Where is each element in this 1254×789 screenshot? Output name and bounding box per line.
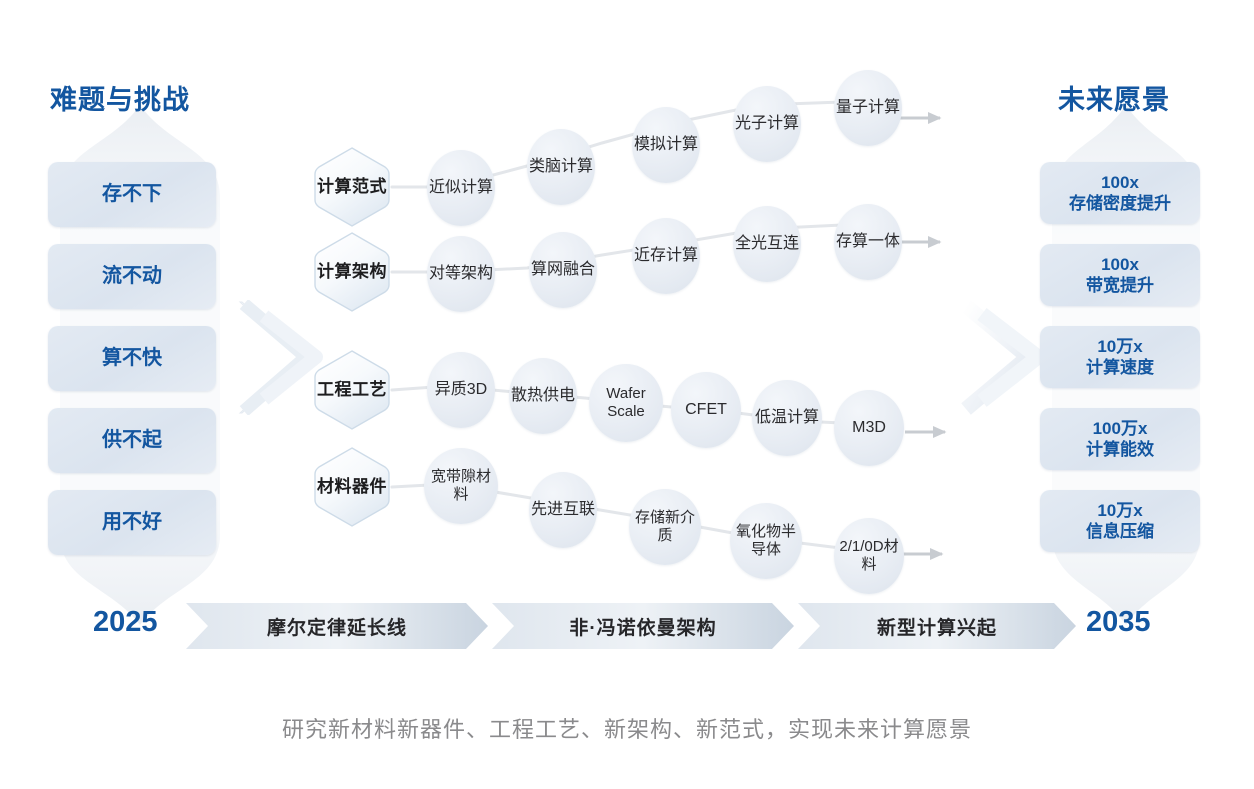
challenge-label: 存不下 <box>102 183 162 205</box>
node-label-a: 类脑计算 <box>528 158 593 176</box>
track3-node-1[interactable]: 异质3D <box>427 352 495 428</box>
node-label-a: 近似计算 <box>428 179 493 197</box>
track3-node-6[interactable]: M3D <box>834 390 904 466</box>
track4-node-4[interactable]: 氧化物半导体 <box>730 503 802 579</box>
node-label-a: 算网融合 <box>530 261 595 279</box>
timeline-phase-label: 新型计算兴起 <box>876 617 997 639</box>
node-label-a: CFET <box>685 401 727 419</box>
node-label-a: 光子计算 <box>734 115 799 133</box>
track2-node-5[interactable]: 存算一体 <box>834 204 902 280</box>
node-label-a: 先进互联 <box>530 501 595 519</box>
node-label-a: 异质3D <box>434 381 488 399</box>
vision-item-4[interactable]: 100万x 计算能效 <box>1040 408 1200 470</box>
track3-node-4[interactable]: CFET <box>671 372 741 448</box>
category-hex-4[interactable]: 材料器件 <box>313 446 391 528</box>
node-label-a: 全光互连 <box>734 235 799 253</box>
node-label-a: 低温计算 <box>754 409 819 427</box>
track4-node-1[interactable]: 宽带隙材料 <box>424 448 498 524</box>
node-label-a: M3D <box>852 419 886 437</box>
node-label-a: Wafer Scale <box>606 385 646 420</box>
vision-metric: 100万x <box>1092 418 1148 438</box>
vision-metric: 10万x <box>1097 500 1143 520</box>
category-label: 工程工艺 <box>317 379 387 399</box>
node-label-a: 2/1/0D材料 <box>839 538 899 573</box>
node-label-a: 散热供电 <box>510 387 575 405</box>
challenge-item-3[interactable]: 算不快 <box>48 326 216 391</box>
track2-node-4[interactable]: 全光互连 <box>733 206 801 282</box>
category-label: 计算范式 <box>317 176 387 196</box>
vision-desc: 带宽提升 <box>1086 276 1154 295</box>
vision-metric: 100x <box>1101 254 1139 274</box>
track1-node-5[interactable]: 量子计算 <box>834 70 902 146</box>
track1-node-3[interactable]: 模拟计算 <box>632 107 700 183</box>
timeline-phase-label: 非·冯诺依曼架构 <box>569 617 717 639</box>
category-hex-3[interactable]: 工程工艺 <box>313 349 391 431</box>
footer-caption: 研究新材料新器件、工程工艺、新架构、新范式，实现未来计算愿景 <box>281 717 972 742</box>
category-label: 材料器件 <box>317 476 387 496</box>
challenge-label: 用不好 <box>102 511 162 533</box>
vision-item-5[interactable]: 10万x 信息压缩 <box>1040 490 1200 552</box>
track4-node-2[interactable]: 先进互联 <box>529 472 597 548</box>
vision-item-3[interactable]: 10万x 计算速度 <box>1040 326 1200 388</box>
challenge-label: 流不动 <box>102 265 162 287</box>
track4-node-3[interactable]: 存储新介质 <box>629 489 701 565</box>
node-label-a: 对等架构 <box>428 265 493 283</box>
vision-desc: 信息压缩 <box>1086 522 1154 541</box>
node-label-a: 氧化物半导体 <box>735 523 796 558</box>
vision-item-2[interactable]: 100x 带宽提升 <box>1040 244 1200 306</box>
track3-node-2[interactable]: 散热供电 <box>509 358 577 434</box>
node-label-a: 量子计算 <box>835 99 900 117</box>
challenge-item-5[interactable]: 用不好 <box>48 490 216 555</box>
category-label: 计算架构 <box>317 261 387 281</box>
track3-node-5[interactable]: 低温计算 <box>752 380 822 456</box>
timeline-start-year: 2025 <box>93 606 158 638</box>
timeline-phase-label: 摩尔定律延长线 <box>266 617 407 639</box>
node-label-a: 存储新介质 <box>634 509 695 544</box>
timeline-phase-3[interactable]: 新型计算兴起 <box>798 603 1076 649</box>
vision-desc: 计算能效 <box>1086 440 1154 459</box>
vision-metric: 100x <box>1101 172 1139 192</box>
track2-node-2[interactable]: 算网融合 <box>529 232 597 308</box>
track1-node-2[interactable]: 类脑计算 <box>527 129 595 205</box>
timeline-phase-1[interactable]: 摩尔定律延长线 <box>186 603 488 649</box>
track2-node-3[interactable]: 近存计算 <box>632 218 700 294</box>
vision-metric: 10万x <box>1097 336 1143 356</box>
timeline-phase-2[interactable]: 非·冯诺依曼架构 <box>492 603 794 649</box>
track4-node-5[interactable]: 2/1/0D材料 <box>834 518 904 594</box>
track1-node-1[interactable]: 近似计算 <box>427 150 495 226</box>
node-label-a: 宽带隙材料 <box>430 468 491 503</box>
vision-desc: 计算速度 <box>1086 358 1154 377</box>
node-label-a: 模拟计算 <box>633 136 698 154</box>
category-hex-2[interactable]: 计算架构 <box>313 231 391 313</box>
vision-item-1[interactable]: 100x 存储密度提升 <box>1040 162 1200 224</box>
challenge-item-1[interactable]: 存不下 <box>48 162 216 227</box>
category-hex-1[interactable]: 计算范式 <box>313 146 391 228</box>
challenge-label: 算不快 <box>102 347 162 369</box>
track2-node-1[interactable]: 对等架构 <box>427 236 495 312</box>
node-label-a: 近存计算 <box>633 247 698 265</box>
challenge-label: 供不起 <box>102 429 162 451</box>
timeline-end-year: 2035 <box>1086 606 1151 638</box>
challenge-item-4[interactable]: 供不起 <box>48 408 216 473</box>
track1-node-4[interactable]: 光子计算 <box>733 86 801 162</box>
challenge-item-2[interactable]: 流不动 <box>48 244 216 309</box>
right-column-title: 未来愿景 <box>1058 85 1170 115</box>
node-label-a: 存算一体 <box>835 233 900 251</box>
vision-desc: 存储密度提升 <box>1069 194 1171 213</box>
track3-node-3[interactable]: Wafer Scale <box>589 364 663 442</box>
left-column-title: 难题与挑战 <box>50 85 190 115</box>
